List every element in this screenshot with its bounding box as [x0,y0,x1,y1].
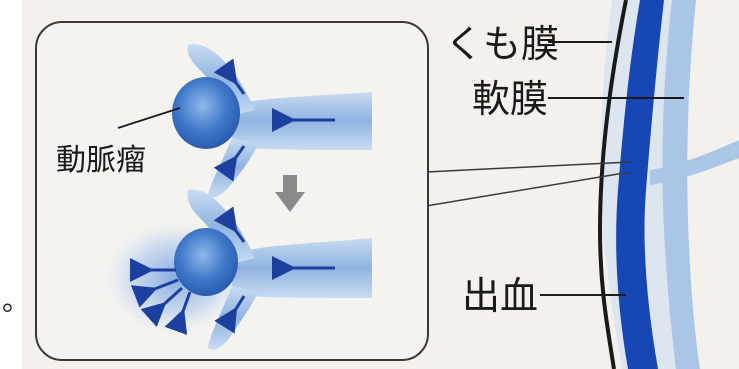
hemorrhage-label: 出血 [462,274,538,318]
arachnoid-label: くも膜 [445,22,559,66]
arrow-up-left-icon [213,206,246,243]
branch-vessel [650,140,739,185]
zoom-line-top [425,161,631,173]
arachnoid-line [597,0,628,369]
aneurysm [172,77,240,149]
arrow-down-left-icon [214,295,246,334]
pia-label: 軟膜 [472,77,548,121]
spray-arrow-icon [164,291,192,336]
arrow-down-icon [275,175,305,212]
arrow-down-left-icon [213,145,246,182]
spray-arrow-icon [130,278,179,308]
pia-band [662,0,700,369]
aneurysm-leader [117,107,181,129]
ruptured-aneurysm [174,228,238,296]
hemorrhage-band [616,0,664,369]
aneurysm-label: 動脈瘤 [56,143,146,178]
vessel-after [103,189,372,350]
meninges-cross-section [425,0,739,369]
stray-mark: 。 [2,284,30,317]
vessel-before [172,44,372,198]
spray-arrow-icon [140,286,184,327]
zoom-line-bottom [425,171,631,207]
arrow-up-left-icon [213,58,246,95]
